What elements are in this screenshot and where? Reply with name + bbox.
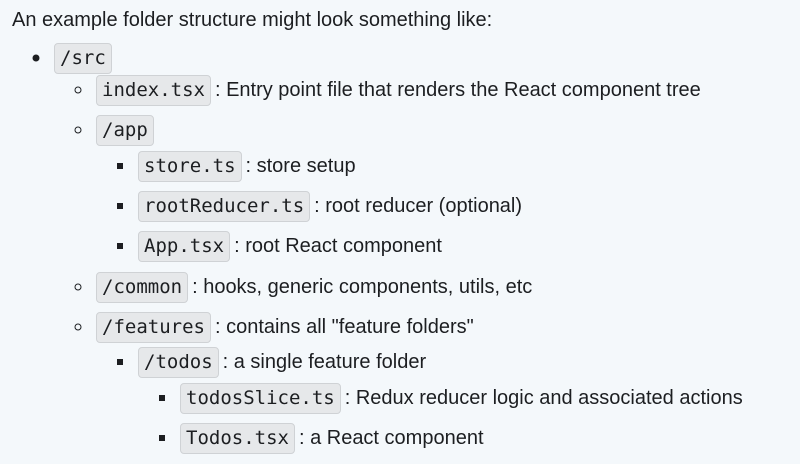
bullet-circle (74, 86, 82, 94)
item-description: : a single feature folder (222, 350, 427, 373)
bullet-square (117, 243, 123, 249)
code-path: /src (54, 42, 112, 74)
code-path: /features (96, 311, 211, 343)
item-description: : hooks, generic components, utils, etc (192, 275, 533, 298)
bullet-circle (74, 283, 82, 291)
tree-item-root-reducer: rootReducer.ts : root reducer (optional) (117, 190, 523, 222)
tree-item-todos-tsx: Todos.tsx : a React component (159, 422, 484, 454)
item-description: : Entry point file that renders the Reac… (214, 78, 701, 101)
bullet-circle (74, 126, 82, 134)
bullet-square (159, 395, 165, 401)
tree-item-common: /common : hooks, generic components, uti… (74, 271, 533, 303)
bullet-disc (32, 54, 40, 62)
code-path: store.ts (138, 150, 242, 182)
item-description: : root React component (234, 234, 442, 257)
tree-item-app: /app (74, 114, 154, 146)
bullet-square (117, 359, 123, 365)
item-description: : store setup (245, 154, 356, 177)
item-description: : a React component (298, 426, 484, 449)
code-path: App.tsx (138, 230, 231, 262)
bullet-circle (74, 323, 82, 331)
code-path: /todos (138, 346, 219, 378)
tree-item-todos-slice: todosSlice.ts : Redux reducer logic and … (159, 382, 743, 414)
code-path: Todos.tsx (180, 422, 295, 454)
item-description: : Redux reducer logic and associated act… (344, 386, 743, 409)
code-path: /app (96, 114, 154, 146)
item-description: : contains all "feature folders" (214, 315, 474, 338)
bullet-square (117, 163, 123, 169)
code-path: /common (96, 271, 189, 303)
tree-item-todos: /todos : a single feature folder (117, 346, 427, 378)
code-path: index.tsx (96, 74, 211, 106)
code-path: rootReducer.ts (138, 190, 311, 222)
bullet-square (159, 435, 165, 441)
item-description: : root reducer (optional) (314, 194, 523, 217)
tree-item-index: index.tsx : Entry point file that render… (74, 74, 701, 106)
bullet-square (117, 203, 123, 209)
tree-item-store: store.ts : store setup (117, 150, 356, 182)
tree-item-src: /src (32, 42, 112, 74)
intro-text: An example folder structure might look s… (12, 9, 493, 31)
tree-item-app-tsx: App.tsx : root React component (117, 230, 442, 262)
code-path: todosSlice.ts (180, 382, 341, 414)
tree-item-features: /features : contains all "feature folder… (74, 311, 474, 343)
